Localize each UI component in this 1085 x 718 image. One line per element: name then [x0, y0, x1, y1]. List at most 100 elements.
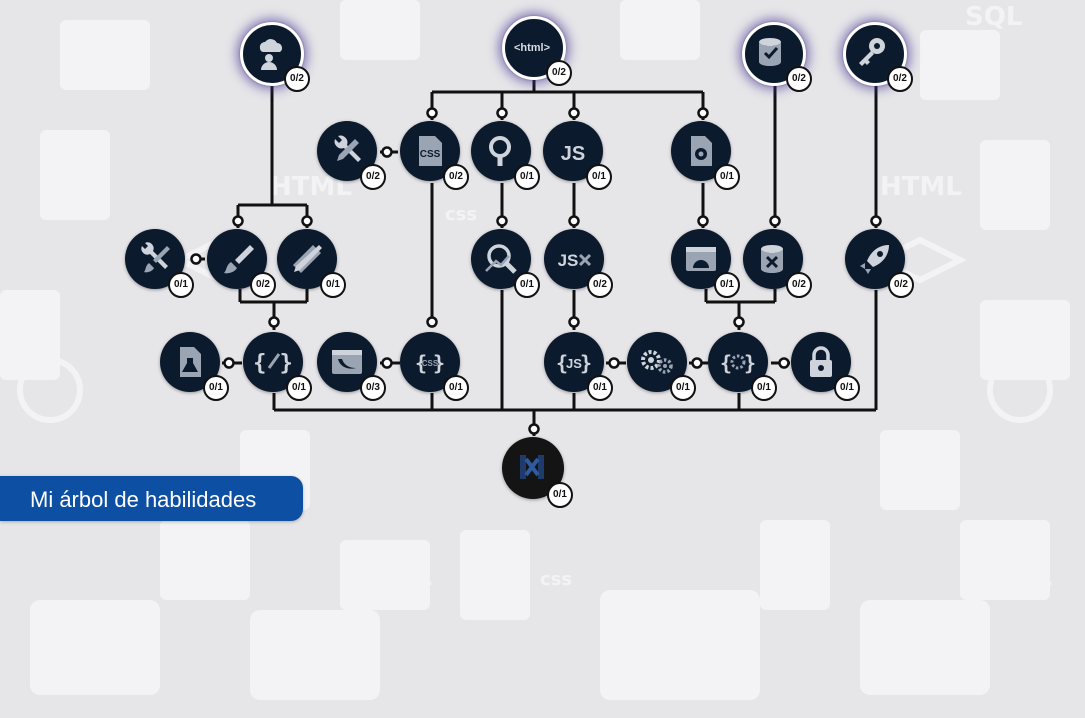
- progress-badge: 0/1: [670, 375, 696, 401]
- wrench-brush-icon: [141, 242, 170, 273]
- search-chart-icon: [485, 244, 517, 274]
- skill-node-js[interactable]: JS 0/1: [543, 121, 612, 190]
- progress-badge: 0/2: [587, 272, 613, 298]
- skill-node-file-gear[interactable]: 0/1: [671, 121, 740, 190]
- progress-badge: 0/2: [888, 272, 914, 298]
- progress-badge: 0/1: [547, 482, 573, 508]
- cloud-thought-icon: [259, 39, 282, 70]
- progress-badge: 0/1: [514, 272, 540, 298]
- progress-badge: 0/1: [514, 164, 540, 190]
- skill-node-html[interactable]: <html> 0/2: [502, 16, 572, 86]
- skill-node-key[interactable]: 0/2: [843, 22, 913, 92]
- svg-text:JS: JS: [561, 143, 585, 165]
- js-tools-icon: JS: [558, 251, 592, 270]
- skill-node-brush[interactable]: 0/2: [207, 229, 276, 298]
- progress-badge: 0/1: [586, 164, 612, 190]
- progress-badge: 0/3: [360, 375, 386, 401]
- svg-text:JS: JS: [558, 251, 579, 270]
- final-emblem-icon: [520, 455, 544, 479]
- progress-badge: 0/2: [786, 66, 812, 92]
- progress-badge: 0/1: [203, 375, 229, 401]
- svg-text:CSS: CSS: [420, 149, 441, 160]
- progress-badge: 0/1: [168, 272, 194, 298]
- progress-badge: 0/1: [751, 375, 777, 401]
- skill-node-rocket[interactable]: 0/2: [845, 229, 914, 298]
- progress-badge: 0/2: [360, 164, 386, 190]
- svg-text:}: }: [580, 351, 592, 375]
- skill-node-file-flask[interactable]: 0/1: [160, 332, 229, 401]
- progress-badge: 0/2: [887, 66, 913, 92]
- svg-text:}: }: [744, 351, 756, 375]
- skill-node-braces-css[interactable]: { } CSS 0/1: [400, 332, 469, 401]
- svg-text:HTML: HTML: [880, 172, 962, 202]
- magnifier-icon: [489, 136, 511, 166]
- skill-tree-title: Mi árbol de habilidades: [0, 476, 303, 521]
- skill-node-gears[interactable]: 0/1: [627, 332, 696, 401]
- pencil-ruler-icon: [293, 245, 322, 273]
- skill-node-browser-gauge[interactable]: 0/1: [671, 229, 740, 298]
- svg-text:SQL: SQL: [350, 2, 407, 32]
- file-gear-icon: [691, 136, 712, 166]
- svg-text:{: {: [556, 351, 568, 375]
- skill-node-db-tools[interactable]: 0/2: [743, 229, 812, 298]
- skill-node-lock[interactable]: 0/1: [791, 332, 860, 401]
- svg-text:{: {: [720, 351, 732, 375]
- css-file-icon: CSS: [419, 136, 442, 166]
- skill-node-final[interactable]: 0/1: [502, 437, 573, 508]
- skill-node-mind[interactable]: 0/2: [240, 22, 310, 92]
- braces-gears-icon: { }: [720, 351, 756, 375]
- skill-node-database[interactable]: 0/2: [742, 22, 812, 92]
- skill-node-css[interactable]: CSS 0/2: [400, 121, 469, 190]
- paintbrush-icon: [224, 245, 254, 274]
- svg-text:css: css: [540, 569, 572, 590]
- rocket-icon: [860, 245, 889, 274]
- jquery-window-icon: [332, 350, 362, 374]
- svg-text:HTML: HTML: [350, 562, 432, 592]
- progress-badge: 0/1: [834, 375, 860, 401]
- progress-badge: 0/1: [443, 375, 469, 401]
- svg-text:CSS: CSS: [422, 359, 439, 368]
- skill-node-braces-brush[interactable]: { } 0/1: [243, 332, 312, 401]
- skill-node-braces-gears[interactable]: { } 0/1: [708, 332, 777, 401]
- file-flask-icon: [180, 347, 201, 377]
- page-title: Mi árbol de habilidades: [30, 487, 257, 512]
- skill-node-wrench-brush[interactable]: 0/1: [125, 229, 194, 298]
- svg-text:HTML: HTML: [970, 562, 1052, 592]
- lock-icon: [810, 346, 832, 377]
- skill-node-js-tools[interactable]: JS 0/2: [544, 229, 613, 298]
- gears-icon: [641, 350, 673, 374]
- braces-css-icon: { } CSS: [415, 351, 445, 375]
- html-tag-icon: <html>: [514, 42, 550, 54]
- wrench-pencil-icon: [334, 135, 361, 162]
- progress-badge: 0/1: [714, 272, 740, 298]
- progress-badge: 0/2: [284, 66, 310, 92]
- browser-gauge-icon: [686, 247, 716, 271]
- svg-text:css: css: [445, 204, 477, 225]
- progress-badge: 0/2: [250, 272, 276, 298]
- js-icon: JS: [561, 143, 585, 165]
- skill-node-jquery[interactable]: 0/3: [317, 332, 386, 401]
- database-check-icon: [759, 38, 781, 66]
- key-icon: [859, 38, 885, 66]
- svg-text:SQL: SQL: [965, 2, 1022, 32]
- svg-text:JS: JS: [566, 356, 582, 371]
- progress-badge: 0/2: [443, 164, 469, 190]
- progress-badge: 0/1: [587, 375, 613, 401]
- skill-node-search-chart[interactable]: 0/1: [471, 229, 540, 298]
- svg-text:}: }: [433, 351, 445, 375]
- braces-js-icon: { } JS: [556, 351, 592, 375]
- skill-node-search[interactable]: 0/1: [471, 121, 540, 190]
- skill-node-tools[interactable]: 0/2: [317, 121, 386, 190]
- svg-text:{: {: [415, 351, 427, 375]
- progress-badge: 0/1: [714, 164, 740, 190]
- braces-brush-icon: { }: [255, 351, 291, 376]
- database-tools-icon: [761, 245, 783, 273]
- skill-node-braces-js[interactable]: { } JS 0/1: [544, 332, 613, 401]
- progress-badge: 0/2: [786, 272, 812, 298]
- progress-badge: 0/2: [546, 60, 572, 86]
- progress-badge: 0/1: [286, 375, 312, 401]
- skill-node-pencil-ruler[interactable]: 0/1: [277, 229, 346, 298]
- progress-badge: 0/1: [320, 272, 346, 298]
